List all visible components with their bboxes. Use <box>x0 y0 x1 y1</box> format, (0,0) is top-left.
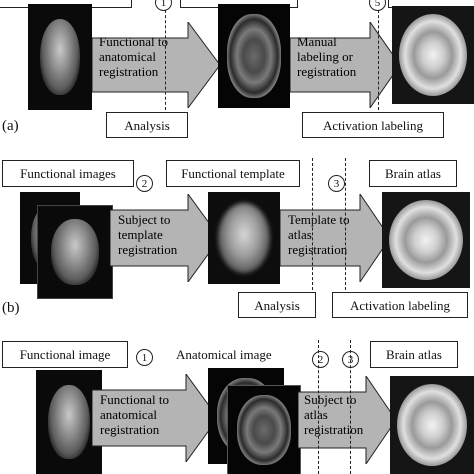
panel-a-activation-labeling-box: Activation labeling <box>302 112 444 138</box>
panel-c-step-1-marker: 1 <box>136 349 153 366</box>
panel-c-dashed-divider-1 <box>318 340 319 474</box>
panel-b-arrow1-text: Subject to template registration <box>118 212 177 257</box>
panel-b-dashed-divider-1 <box>312 158 313 290</box>
panel-c-brain-atlas-image <box>390 376 474 474</box>
panel-a-dashed-divider-1 <box>165 10 166 110</box>
arrow-line-1: Template to <box>288 212 350 227</box>
arrow-line-1: Subject to <box>118 212 171 227</box>
panel-c-anatomical-image-title: Anatomical image <box>176 347 272 362</box>
panel-a-arrow1-text: Functional to anatomical registration <box>99 34 168 79</box>
panel-c-anatomical-image-front <box>227 385 301 474</box>
panel-a-brain-atlas-image <box>392 6 474 104</box>
panel-b-functional-template-image <box>208 192 280 284</box>
arrow-line-3: registration <box>288 242 348 257</box>
arrow-line-1: Subject to <box>304 392 357 407</box>
arrow-line-2: atlas <box>304 407 328 422</box>
panel-a-arrow-manual-labeling <box>290 22 401 108</box>
arrow-line-2: template <box>118 227 163 242</box>
panel-c-arrow-subject-to-atlas <box>298 376 397 464</box>
panel-c-dashed-divider-2 <box>350 340 351 474</box>
arrow-line-1: Manual <box>297 34 337 49</box>
panel-b-brain-atlas-box: Brain atlas <box>369 160 457 187</box>
panel-c-arrow1-text: Functional to anatomical registration <box>100 392 169 437</box>
panel-a-functional-image <box>28 4 92 110</box>
panel-b-arrow2-text: Template to atlas registration <box>288 212 350 257</box>
arrow-line-2: anatomical <box>99 49 157 64</box>
arrow-line-3: registration <box>100 422 160 437</box>
panel-b-brain-atlas-image <box>382 192 470 288</box>
panel-a-step-1-marker: 1 <box>155 0 172 11</box>
panel-b-activation-labeling-box: Activation labeling <box>332 292 468 318</box>
panel-a-analysis-box: Analysis <box>106 112 188 138</box>
panel-b-functional-template-box: Functional template <box>166 160 300 187</box>
panel-c-arrow2-text: Subject to atlas registration <box>304 392 363 437</box>
arrow-line-3: registration <box>99 64 159 79</box>
panel-c-step-2-marker: 2 <box>312 351 329 368</box>
panel-a-arrow-functional-to-anatomical <box>92 22 221 108</box>
arrow-line-1: Functional to <box>100 392 169 407</box>
arrow-line-2: atlas <box>288 227 312 242</box>
panel-b-step-3-marker: 3 <box>328 175 345 192</box>
panel-a-arrow2-text: Manual labeling or registration <box>297 34 356 79</box>
arrow-line-1: Functional to <box>99 34 168 49</box>
panel-b-functional-image-front <box>37 205 113 299</box>
panel-c-functional-image-box: Functional image <box>2 341 128 368</box>
panel-c-functional-image <box>36 370 102 474</box>
panel-b-arrow-template-to-atlas <box>280 194 391 282</box>
arrow-line-2: labeling or <box>297 49 353 64</box>
arrow-line-3: registration <box>304 422 364 437</box>
panel-c-brain-atlas-box: Brain atlas <box>370 341 458 368</box>
panel-c-arrow-functional-to-anatomical <box>92 374 219 462</box>
panel-b-analysis-box: Analysis <box>238 292 316 318</box>
panel-a-label: (a) <box>2 118 19 134</box>
panel-b-step-2-marker: 2 <box>136 175 153 192</box>
panel-b-functional-images-box: Functional images <box>2 160 134 187</box>
panel-b-arrow-subject-to-template <box>110 194 221 282</box>
panel-a-anatomical-image <box>218 4 290 108</box>
panel-a-dashed-divider-2 <box>378 10 379 110</box>
panel-b-dashed-divider-2 <box>345 158 346 290</box>
arrow-line-3: registration <box>297 64 357 79</box>
panel-b-label: (b) <box>2 300 20 316</box>
arrow-line-3: registration <box>118 242 178 257</box>
arrow-line-2: anatomical <box>100 407 158 422</box>
